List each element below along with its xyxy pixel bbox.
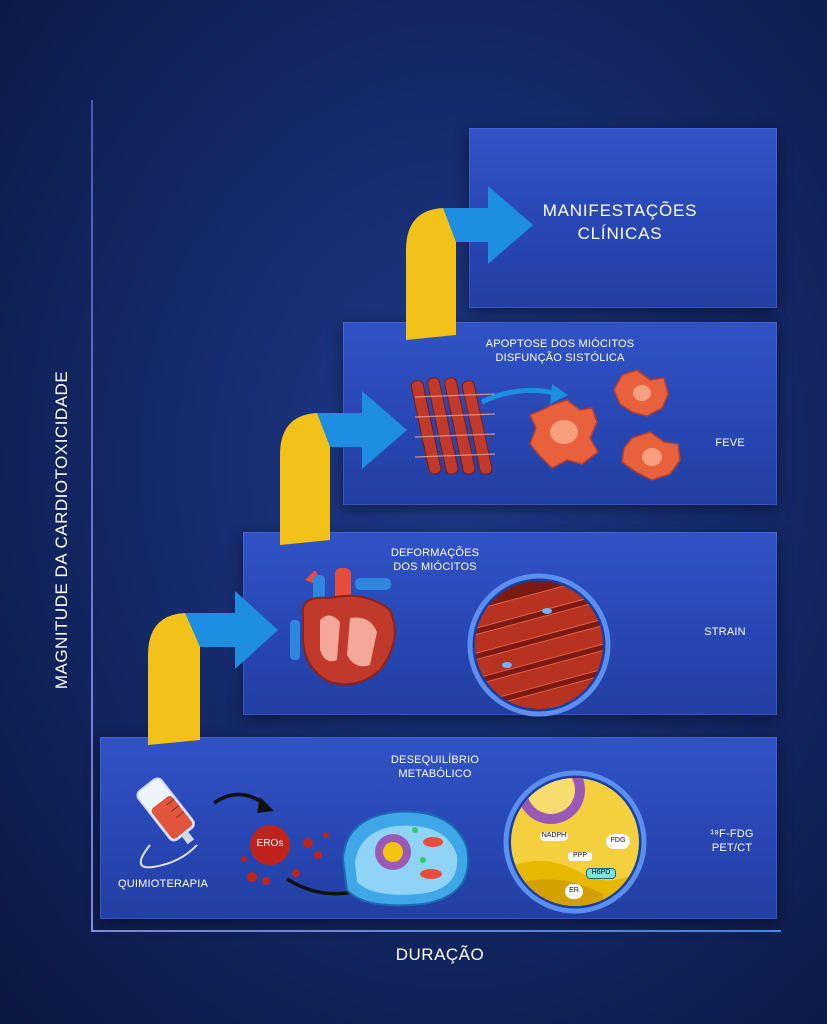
arrow-head	[317, 391, 407, 469]
stage-1-side-label: ¹⁸F-FDG PET/CT	[710, 828, 754, 854]
h6pd-tag: H6PD	[586, 868, 616, 879]
stage-2-title: DEFORMAÇÕES DOS MIÓCITOS	[390, 547, 480, 573]
y-axis-line	[91, 100, 93, 932]
muscle-fiber-magnified-image	[467, 573, 611, 717]
chemotherapy-label: QUIMIOTERAPIA	[118, 878, 208, 890]
nadph-tag: NADPH	[540, 832, 568, 841]
apoptotic-cells-image	[528, 369, 681, 481]
arrow-head	[185, 591, 278, 669]
arrow-head	[443, 186, 533, 264]
flow-arrow-to-ros	[213, 792, 274, 813]
step-arrow-2	[280, 391, 407, 545]
cell-cutaway-image	[341, 810, 469, 907]
ppp-tag: PPP	[568, 852, 592, 861]
er-tag: ER	[565, 884, 583, 899]
heart-cross-section-image	[290, 568, 396, 686]
arrow-stem	[406, 208, 456, 340]
arrow-stem	[148, 613, 200, 745]
x-axis-label: DURAÇÃO	[395, 945, 485, 964]
stage-1-title: DESEQUILÍBRIO METABÓLICO	[390, 754, 480, 780]
fdg-tag: FDG	[606, 834, 630, 849]
ros-molecules-image	[241, 825, 329, 885]
x-axis-line	[91, 930, 781, 932]
stage-3-title: APOPTOSE DOS MIÓCITOS DISFUNÇÃO SISTÓLIC…	[485, 338, 635, 364]
stage-3-side-label: FEVE	[715, 437, 745, 449]
step-arrow-3	[406, 186, 533, 340]
ros-label: EROs	[256, 838, 284, 849]
stage-2-side-label: STRAIN	[704, 626, 746, 638]
apoptosis-arrow	[480, 384, 568, 405]
chemotherapy-bag-image	[136, 777, 198, 869]
stage-4-title: MANIFESTAÇÕES CLÍNICAS	[542, 201, 698, 243]
myofibril-bundle-image	[410, 377, 496, 475]
arrow-stem	[280, 413, 330, 545]
step-arrow-1	[148, 591, 278, 745]
